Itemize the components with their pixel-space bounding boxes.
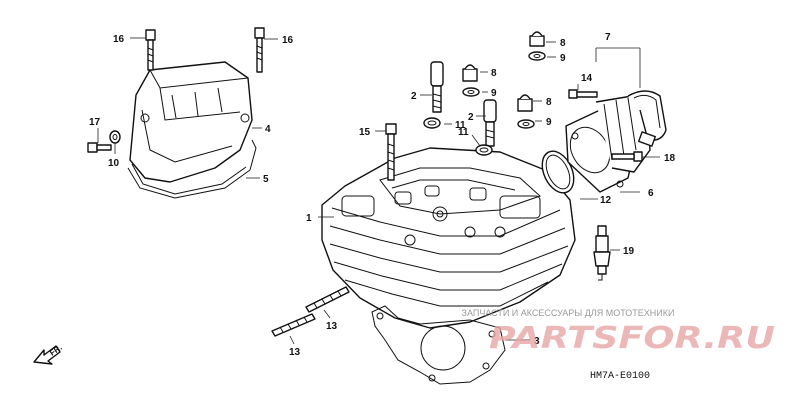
callout-5: 5 bbox=[263, 174, 269, 185]
callout-18: 18 bbox=[664, 153, 676, 164]
cylinder-head-cover bbox=[129, 61, 253, 183]
carburetor-insulator bbox=[565, 95, 651, 193]
bolt-16-left bbox=[145, 29, 156, 71]
callout-8-middle: 8 bbox=[491, 68, 497, 79]
callout-13-upper: 13 bbox=[326, 321, 338, 332]
callout-8-upper: 8 bbox=[560, 38, 566, 49]
cap-nut-8-upper bbox=[529, 31, 545, 47]
washer-10 bbox=[109, 130, 121, 144]
bolt-15 bbox=[385, 123, 397, 181]
o-ring-11-left bbox=[423, 117, 441, 129]
callout-16-left: 16 bbox=[113, 34, 125, 45]
callout-16-right: 16 bbox=[282, 35, 294, 46]
stud-bolt-13-lower bbox=[271, 313, 316, 337]
stud-bolt-13-upper bbox=[305, 286, 350, 313]
cylinder-head-gasket bbox=[371, 305, 506, 385]
callout-6: 6 bbox=[648, 188, 654, 199]
o-ring-11-right bbox=[475, 144, 493, 156]
callout-9-lower: 9 bbox=[546, 117, 552, 128]
callout-15: 15 bbox=[359, 127, 371, 138]
band-clamp bbox=[627, 90, 667, 147]
washer-9-lower bbox=[517, 119, 535, 129]
callout-2-left: 2 bbox=[411, 91, 417, 102]
callout-8-lower: 8 bbox=[546, 97, 552, 108]
front-arrow-icon bbox=[33, 345, 61, 365]
callout-14: 14 bbox=[581, 73, 593, 84]
insulator-o-ring-12 bbox=[541, 150, 575, 194]
callout-9-upper: 9 bbox=[560, 53, 566, 64]
callout-9-middle: 9 bbox=[491, 88, 497, 99]
callout-10: 10 bbox=[108, 158, 120, 169]
stud-2-right bbox=[483, 99, 497, 147]
callout-11-right: 11 bbox=[458, 127, 469, 138]
front-direction-indicator: FR. bbox=[33, 343, 64, 365]
diagram-code: HM7A-E0100 bbox=[590, 371, 650, 382]
watermark-tagline: ЗАПЧАСТИ И АКСЕССУАРЫ ДЛЯ МОТОТЕХНИКИ bbox=[462, 308, 675, 318]
cap-nut-8-middle bbox=[462, 64, 478, 82]
bolt-17 bbox=[87, 142, 112, 153]
spark-plug bbox=[593, 225, 611, 281]
callout-11-left: 11 bbox=[455, 120, 466, 131]
callout-2-right: 2 bbox=[468, 112, 474, 123]
leader-lines bbox=[97, 37, 660, 345]
callout-4: 4 bbox=[265, 124, 271, 135]
watermark: ЗАПЧАСТИ И АКСЕССУАРЫ ДЛЯ МОТОТЕХНИКИ PA… bbox=[462, 308, 775, 356]
callout-1: 1 bbox=[306, 213, 312, 224]
cylinder-head bbox=[321, 147, 576, 329]
callout-7: 7 bbox=[605, 32, 611, 43]
bolt-18 bbox=[611, 151, 643, 162]
cap-nut-8-lower bbox=[517, 94, 533, 112]
head-cover-gasket bbox=[127, 139, 257, 199]
bolt-16-right bbox=[254, 27, 265, 73]
callout-labels: 16 16 17 10 4 5 1 15 2 11 2 11 8 9 8 9 8… bbox=[89, 32, 676, 358]
callout-3: 3 bbox=[534, 336, 540, 347]
callout-12: 12 bbox=[600, 195, 612, 206]
stud-2-left bbox=[430, 61, 444, 113]
watermark-logo: PARTSFOR.RU bbox=[489, 321, 775, 356]
callout-19: 19 bbox=[623, 246, 635, 257]
bolt-14 bbox=[568, 89, 598, 99]
callout-17: 17 bbox=[89, 117, 101, 128]
callout-13-lower: 13 bbox=[289, 347, 301, 358]
washer-9-middle bbox=[462, 87, 480, 97]
washer-9-upper bbox=[528, 51, 546, 61]
